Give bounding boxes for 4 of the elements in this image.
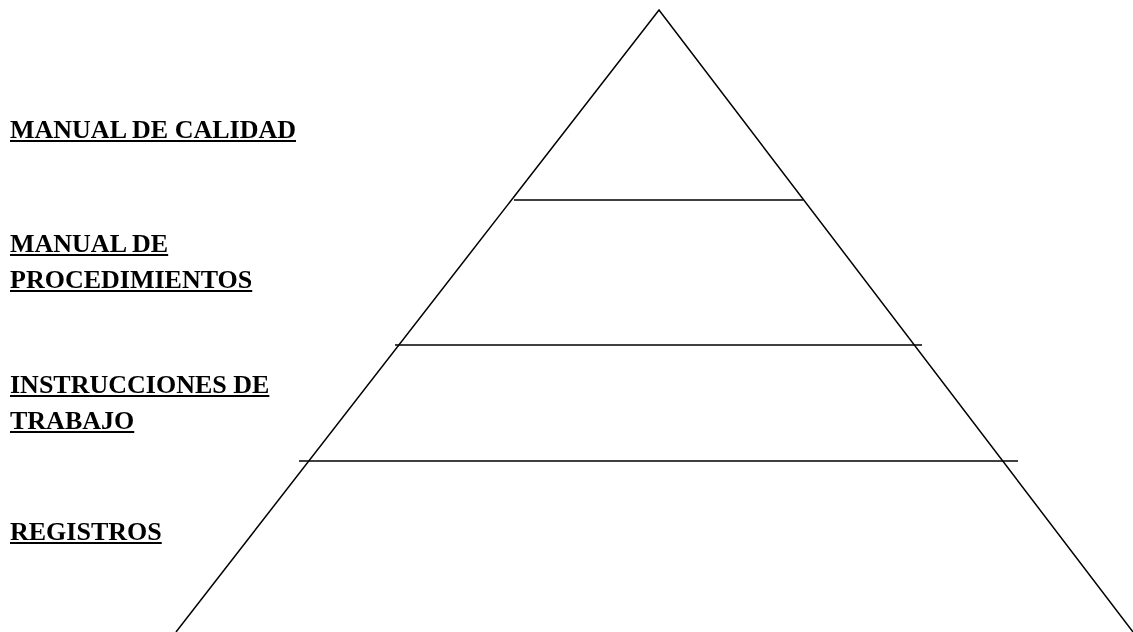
level-label: MANUAL DE CALIDAD [10,114,297,146]
level-label: MANUAL DE PROCEDIMIENTOS [10,228,254,296]
level-label: REGISTROS [10,516,163,548]
level-label: INSTRUCCIONES DE TRABAJO [10,369,271,437]
